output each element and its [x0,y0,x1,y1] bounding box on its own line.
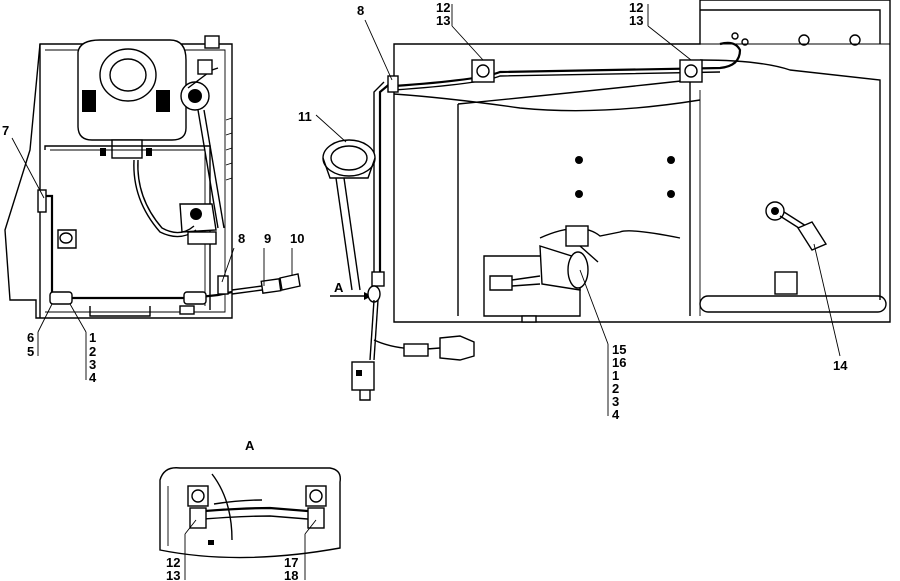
arrow-a-label: A [334,280,344,295]
leader-lines [11,4,841,580]
callout-12-b: 12 [629,0,643,15]
callout-11: 11 [298,109,312,124]
callout-8-right: 8 [357,3,364,18]
callout-2-left: 2 [89,344,96,359]
callout-17-detail: 17 [284,555,298,570]
callout-6: 6 [27,330,34,345]
callout-9: 9 [264,231,271,246]
callout-2-right: 2 [612,381,619,396]
callout-15: 15 [612,342,626,357]
callout-3-left: 3 [89,357,96,372]
callout-18-detail: 18 [284,568,298,581]
callout-4-right: 4 [612,407,620,422]
callout-14: 14 [833,358,848,373]
callout-1-right: 1 [612,368,619,383]
callout-4-left: 4 [89,370,97,385]
callout-3-right: 3 [612,394,619,409]
detail-view-a [159,467,341,559]
callout-5: 5 [27,344,34,359]
callouts: 7 8 9 10 6 5 1 2 3 4 8 12 13 12 13 11 14… [2,0,848,581]
callout-16: 16 [612,355,626,370]
callout-12-detail: 12 [166,555,180,570]
callout-10: 10 [290,231,304,246]
callout-7: 7 [2,123,9,138]
callout-1-left: 1 [89,330,96,345]
callout-8-left: 8 [238,231,245,246]
callout-13-detail: 13 [166,568,180,581]
callout-13-b: 13 [629,13,643,28]
detail-view-title: A [245,438,255,453]
left-view [4,35,301,319]
callout-12-a: 12 [436,0,450,15]
callout-13-a: 13 [436,13,450,28]
